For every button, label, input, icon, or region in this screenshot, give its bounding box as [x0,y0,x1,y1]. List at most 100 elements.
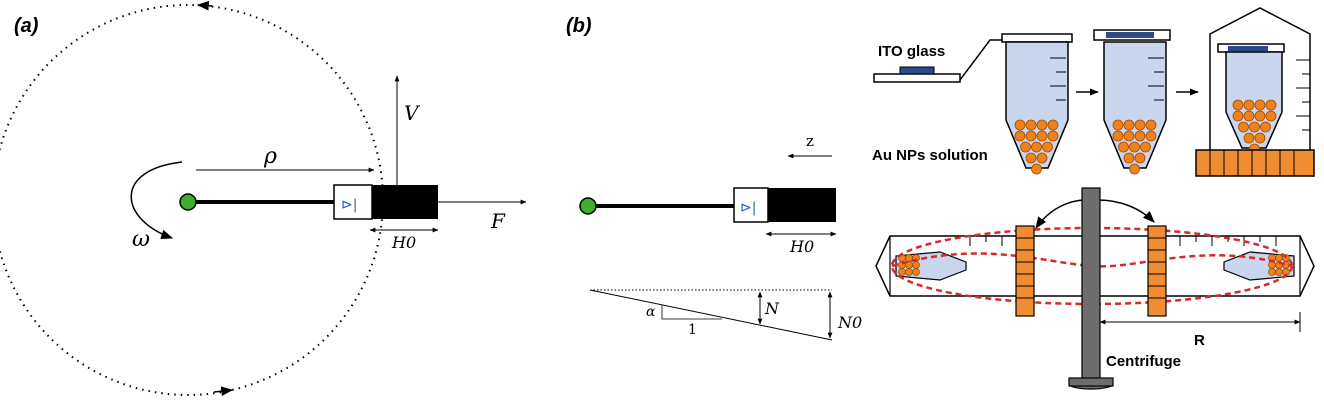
panel-a: (a) ω ρ ⊳| V F H0 [0,0,527,396]
nanoparticle [1243,110,1255,122]
nanoparticle [1145,130,1157,142]
rho-label: ρ [263,144,277,169]
ito-coating [899,66,935,75]
tube-3-particles [1232,99,1277,155]
radius-label: R [1194,332,1205,349]
nanoparticle [905,268,913,276]
centrifuge-base-plate [1068,377,1114,387]
tube-1-scale [1050,57,1066,101]
diode-b-icon: ⊳| [740,200,756,216]
nanoparticle [1268,268,1276,276]
omega-arrow-icon [130,161,183,239]
rotor-scale [969,236,1277,246]
nanoparticle [1047,130,1059,142]
nanoparticle [1036,152,1048,164]
ito-glass-slide [873,73,961,83]
n0-label: N0 [837,313,862,332]
nanoparticle [912,261,920,269]
panel-c: ITO glass Au NPs solution [872,7,1315,390]
slope-run-label: 1 [688,322,697,338]
rotation-arrow-bottom-icon [213,386,234,396]
alpha-label: α [646,304,656,320]
tube-2-scale [1148,57,1164,101]
holder-stand-grid [1209,150,1295,176]
tube-2-particles [1112,119,1157,175]
omega-label: ω [132,227,150,252]
centrifuge-shaft [1081,187,1101,381]
tube-holder [1195,7,1315,177]
nanoparticle [1134,130,1146,142]
nanoparticle [1047,119,1059,131]
nanoparticle [1129,141,1140,153]
n-label: N [764,299,780,318]
slope-line [589,289,833,341]
nanoparticle [1025,152,1037,164]
z-axis-label: z [806,132,814,150]
nanoparticle [1254,99,1266,111]
holder-scale [1296,59,1310,131]
velocity-label: V [404,101,421,125]
nanoparticle [1025,130,1037,142]
nanoparticle [1112,130,1124,142]
au-nps-solution-label: Au NPs solution [872,147,988,164]
centrifuge-label: Centrifuge [1106,353,1181,370]
nanoparticle [1243,132,1255,144]
nanoparticle [1031,163,1042,175]
nanoparticle [1254,132,1266,144]
rotation-arrow-left-icon [1035,199,1087,229]
tube-1 [1001,33,1073,175]
nanoparticle [1260,121,1271,133]
ito-glass-label: ITO glass [878,43,945,60]
tube-2-ito [1106,32,1154,38]
holder-stand [1195,149,1315,177]
mass-block [372,185,438,219]
nanoparticle [898,268,906,276]
diode-icon: ⊳| [341,197,357,213]
nanoparticle [1265,99,1277,111]
nanoparticle [1275,268,1283,276]
nanoparticle [1254,110,1266,122]
h0-label: H0 [391,233,416,252]
nanoparticle [1232,99,1244,111]
pivot-b-icon [579,197,597,215]
diode-box [333,184,373,220]
nanoparticle [1025,119,1037,131]
nanoparticle [1014,119,1026,131]
nanoparticle [1140,141,1151,153]
tube-2 [1093,29,1171,175]
nanoparticle [1249,121,1260,133]
rotation-arrow-right-icon [1097,199,1155,223]
nanoparticle [1014,130,1026,142]
rotor-tube-left-particles [898,254,920,276]
nanoparticle [1232,110,1244,122]
h0-b-label: H0 [789,237,814,256]
nanoparticle [1145,119,1157,131]
nanoparticle [1042,141,1053,153]
bracket-left-grid [1016,237,1034,299]
nanoparticle [912,268,920,276]
bracket-right-grid [1148,237,1166,299]
nanoparticle [1265,110,1277,122]
nanoparticle [1123,130,1135,142]
tube-3-ito [1228,46,1268,51]
nanoparticle [1238,121,1249,133]
slope-triangle [661,305,722,320]
nanoparticle [1123,119,1135,131]
nanoparticle [1020,141,1031,153]
nanoparticle [1036,130,1048,142]
nanoparticle [1129,163,1140,175]
nanoparticle [1134,119,1146,131]
rotor-tube-right-particles [1268,254,1290,276]
nanoparticle [1123,152,1135,164]
rotor-bracket-right [1147,225,1167,317]
nanoparticle [1118,141,1129,153]
panel-b-label: (b) [566,15,592,37]
rotor-bracket-left [1015,225,1035,317]
nanoparticle [1275,254,1283,262]
nanoparticle [1243,99,1255,111]
nanoparticle [1134,152,1146,164]
mass-block-b [768,188,836,222]
nanoparticle [1031,141,1042,153]
panel-a-label: (a) [14,15,39,37]
